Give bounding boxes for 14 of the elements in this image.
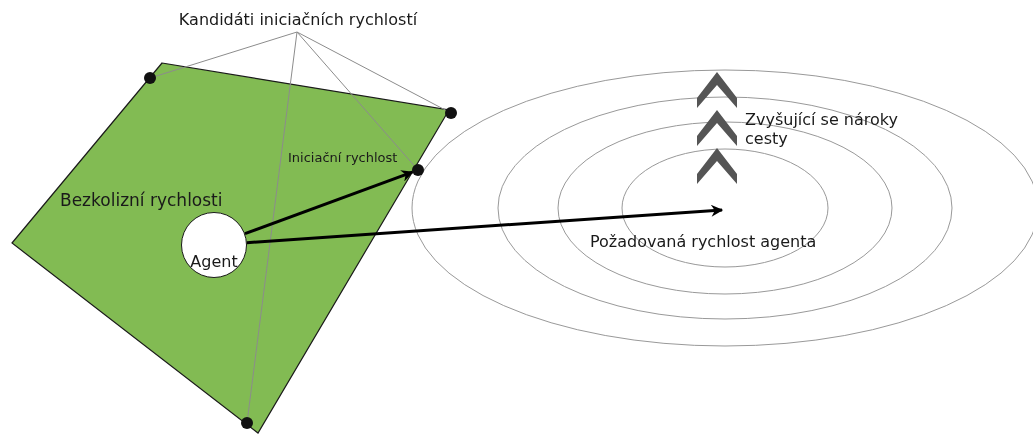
callout-text: Kandidáti iniciačních rychlostí	[172, 8, 424, 32]
dot-caption: Iniciační rychlost	[288, 150, 398, 166]
leader-line	[155, 31, 298, 77]
annotation-text: Zvyšující se nároky cesty	[745, 110, 899, 149]
leader-line	[296, 31, 415, 166]
velocity-dot	[412, 164, 424, 176]
region-label: Bezkolizní rychlosti	[60, 190, 223, 210]
annotation-text: Požadovaná rychlost agenta	[590, 232, 818, 252]
arrow	[244, 170, 414, 235]
agent-label: Agent	[189, 252, 239, 271]
leader-line	[296, 31, 447, 111]
leader-line	[247, 31, 298, 418]
velocity-dot	[445, 107, 457, 119]
arrow	[246, 204, 724, 245]
